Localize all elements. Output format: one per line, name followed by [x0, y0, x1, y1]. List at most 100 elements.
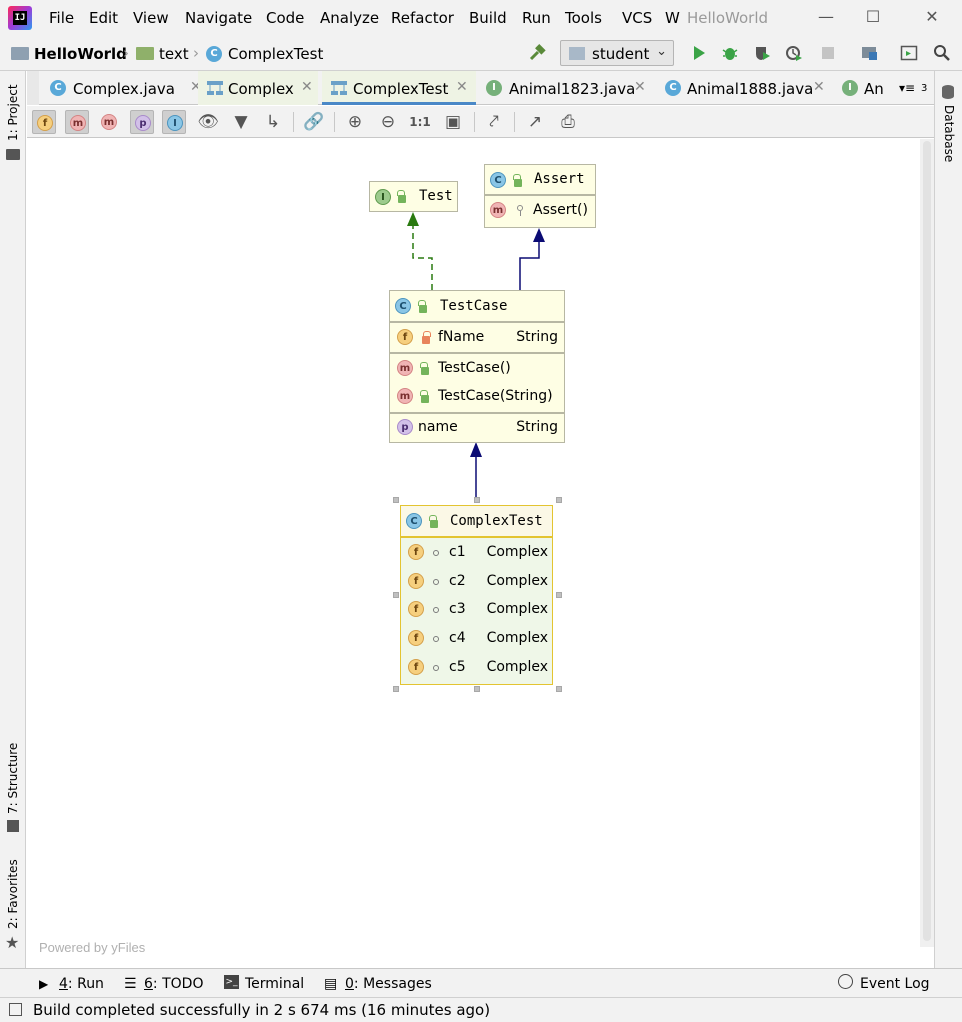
- terminal-tool-button[interactable]: Terminal: [245, 976, 305, 992]
- tabs-overflow-button[interactable]: ▾≡ 3: [895, 71, 931, 105]
- tab-label: Animal1888.java: [687, 80, 814, 98]
- export-icon[interactable]: ↗: [527, 112, 543, 132]
- layout-icon[interactable]: ⤤: [489, 112, 499, 132]
- messages-tool-button[interactable]: 0: Messages: [345, 976, 432, 992]
- actual-size-icon[interactable]: 1:1: [409, 115, 431, 129]
- tab-complex-java[interactable]: C Complex.java ✕: [40, 71, 207, 105]
- resize-handle[interactable]: [474, 686, 480, 692]
- scrollbar-thumb[interactable]: [923, 141, 931, 941]
- constructor-icon: m: [70, 115, 86, 131]
- property-name: name: [418, 419, 458, 435]
- event-log-button[interactable]: Event Log: [860, 976, 930, 992]
- toggle-tool-windows-icon[interactable]: [9, 1003, 22, 1016]
- tab-complex-diagram[interactable]: Complex ✕: [198, 71, 318, 105]
- navigation-bar: HelloWorld › text › C ComplexTest studen…: [0, 36, 962, 71]
- menu-tools[interactable]: Tools: [565, 9, 602, 27]
- resize-handle[interactable]: [474, 497, 480, 503]
- minimize-button[interactable]: —: [818, 7, 834, 26]
- project-structure-icon[interactable]: [860, 44, 878, 62]
- diagram-toolbar: f m m p I 👁 ▼ ↳ 🔗 ⊕ ⊖ 1:1 ▣ ⤤ ↗ ⎙: [27, 106, 934, 138]
- uml-node-testcase[interactable]: C TestCase f fName String m TestCase() m…: [389, 290, 565, 443]
- close-icon[interactable]: ✕: [190, 79, 202, 95]
- field-row[interactable]: f fName String: [390, 323, 564, 352]
- resize-handle[interactable]: [393, 592, 399, 598]
- resize-handle[interactable]: [393, 686, 399, 692]
- field-icon: f: [408, 573, 424, 589]
- filter-icon[interactable]: ▼: [234, 112, 248, 132]
- run-icon[interactable]: [690, 44, 708, 62]
- resize-handle[interactable]: [393, 497, 399, 503]
- fit-content-icon[interactable]: ▣: [444, 112, 462, 132]
- property-row[interactable]: p name String: [390, 414, 564, 443]
- field-row[interactable]: f c3 Complex: [401, 596, 552, 625]
- field-row[interactable]: f c4 Complex: [401, 625, 552, 654]
- close-icon[interactable]: ✕: [813, 79, 825, 95]
- breadcrumb-project[interactable]: HelloWorld: [34, 45, 127, 63]
- show-constructors-toggle[interactable]: m: [65, 110, 89, 134]
- zoom-out-icon[interactable]: ⊖: [380, 112, 396, 132]
- resize-handle[interactable]: [556, 497, 562, 503]
- vertical-scrollbar[interactable]: [920, 139, 934, 947]
- close-icon[interactable]: ✕: [301, 79, 313, 95]
- breadcrumb-folder[interactable]: text: [159, 45, 189, 63]
- show-properties-toggle[interactable]: p: [130, 110, 154, 134]
- edge-routing-icon[interactable]: ↳: [265, 112, 281, 132]
- run-anything-icon[interactable]: [900, 44, 918, 62]
- uml-node-assert[interactable]: C Assert m Assert(): [484, 164, 596, 228]
- menu-window[interactable]: W: [665, 9, 680, 27]
- uml-node-complextest[interactable]: C ComplexTest f c1 Complex f c2 Complex …: [400, 505, 553, 685]
- debug-icon[interactable]: [721, 44, 739, 62]
- terminal-icon: >_: [224, 975, 239, 989]
- menu-build[interactable]: Build: [469, 9, 507, 27]
- tab-an[interactable]: I An: [837, 71, 893, 105]
- resize-handle[interactable]: [556, 686, 562, 692]
- menu-run[interactable]: Run: [522, 9, 551, 27]
- field-type: Complex: [486, 659, 548, 675]
- menu-refactor[interactable]: Refactor: [391, 9, 454, 27]
- eye-icon[interactable]: 👁: [197, 112, 219, 132]
- run-tool-button[interactable]: 4: Run: [59, 976, 104, 992]
- search-icon[interactable]: [933, 44, 951, 62]
- breadcrumb-chevron-icon: ›: [193, 44, 199, 62]
- show-inner-classes-toggle[interactable]: I: [162, 110, 186, 134]
- menu-view[interactable]: View: [133, 9, 169, 27]
- coverage-icon[interactable]: [753, 44, 771, 62]
- menu-edit[interactable]: Edit: [89, 9, 119, 27]
- method-name: Assert(): [533, 202, 588, 218]
- zoom-in-icon[interactable]: ⊕: [347, 112, 363, 132]
- fields-section: f c1 Complex f c2 Complex f c3 Complex f…: [401, 538, 552, 684]
- breadcrumb-file[interactable]: ComplexTest: [228, 45, 324, 63]
- link-icon[interactable]: 🔗: [303, 112, 325, 132]
- menu-code[interactable]: Code: [266, 9, 305, 27]
- uml-node-test[interactable]: I Test: [369, 181, 458, 212]
- field-row[interactable]: f c2 Complex: [401, 567, 552, 596]
- tab-complextest-diagram[interactable]: ComplexTest ✕: [322, 71, 476, 105]
- tab-animal1823-java[interactable]: I Animal1823.java ✕: [479, 71, 651, 105]
- build-hammer-icon[interactable]: [528, 44, 546, 62]
- show-fields-toggle[interactable]: f: [32, 110, 56, 134]
- method-name: TestCase(): [438, 360, 511, 376]
- profile-icon[interactable]: [785, 44, 803, 62]
- tab-scroll-left[interactable]: [27, 71, 39, 105]
- menu-navigate[interactable]: Navigate: [185, 9, 253, 27]
- todo-tool-button[interactable]: 6: TODO: [144, 976, 204, 992]
- menu-vcs[interactable]: VCS: [622, 9, 653, 27]
- print-icon[interactable]: ⎙: [561, 112, 575, 132]
- field-row[interactable]: f c1 Complex: [401, 538, 552, 567]
- implements-arrowhead: [407, 212, 419, 226]
- method-row[interactable]: m TestCase(): [390, 354, 564, 383]
- stop-icon[interactable]: [819, 44, 837, 62]
- close-icon[interactable]: ✕: [634, 79, 646, 95]
- close-window-button[interactable]: ✕: [925, 7, 939, 26]
- tab-animal1888-java[interactable]: C Animal1888.java ✕: [657, 71, 833, 105]
- field-row[interactable]: f c5 Complex: [401, 654, 552, 684]
- menu-analyze[interactable]: Analyze: [320, 9, 380, 27]
- method-row[interactable]: m Assert(): [485, 196, 595, 226]
- resize-handle[interactable]: [556, 592, 562, 598]
- run-configuration-select[interactable]: student ⌄: [560, 40, 674, 66]
- menu-file[interactable]: File: [49, 9, 75, 27]
- close-icon[interactable]: ✕: [456, 79, 468, 95]
- show-methods-toggle[interactable]: m: [97, 110, 121, 134]
- method-row[interactable]: m TestCase(String): [390, 383, 564, 412]
- maximize-button[interactable]: ☐: [865, 7, 881, 26]
